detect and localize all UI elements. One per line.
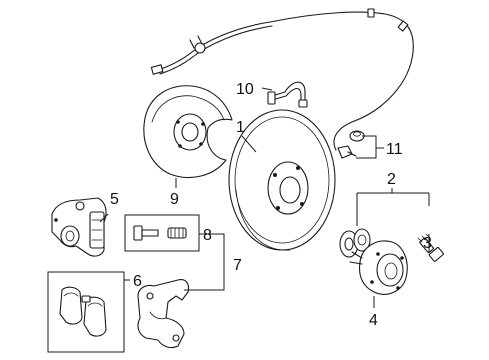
- callout-9: 9: [170, 191, 179, 208]
- callout-10: 10: [236, 81, 254, 98]
- callout-6: 6: [133, 273, 142, 290]
- pad-box: [47, 271, 125, 353]
- callout-labels: 1 2 3 4 5 6 7 8 9 10 11: [110, 81, 432, 329]
- abs-sensor-cable: [150, 8, 414, 151]
- guide-pin-box: [124, 214, 200, 252]
- wheel-hub: [349, 240, 408, 295]
- brake-caliper: [51, 197, 107, 257]
- wheel-bearing: [339, 228, 371, 258]
- callout-4: 4: [369, 312, 378, 329]
- leader-lines: [99, 87, 430, 308]
- caliper-bracket: [137, 279, 190, 349]
- callout-2: 2: [387, 171, 396, 188]
- hub-bolt: [417, 233, 444, 262]
- callout-1: 1: [236, 119, 245, 136]
- callout-11: 11: [386, 141, 403, 158]
- callout-8: 8: [203, 227, 212, 244]
- callout-7: 7: [233, 257, 242, 274]
- callout-3: 3: [423, 235, 432, 252]
- brake-rotor: [228, 109, 336, 251]
- brake-hose: [267, 81, 308, 108]
- abs-sensor: [337, 130, 365, 159]
- splash-shield: [143, 85, 233, 179]
- callout-5: 5: [110, 191, 119, 208]
